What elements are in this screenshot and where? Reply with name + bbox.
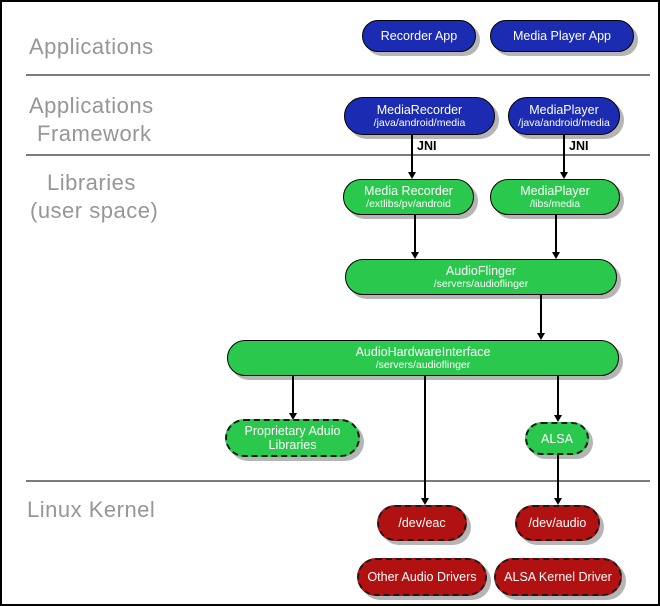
edge-label-jni-right: JNI (569, 139, 589, 153)
node-mediaplayer-lib: MediaPlayer /libs/media (490, 179, 620, 215)
arrow-ahi-to-alsa (557, 376, 559, 415)
layer-label-applications: Applications (29, 33, 154, 61)
node-title: Media Player App (513, 29, 611, 43)
layer-label-text: (user space) (30, 198, 159, 223)
node-title: ALSA (541, 431, 573, 446)
node-title: Other Audio Drivers (367, 570, 477, 584)
node-media-player-app: Media Player App (490, 20, 634, 52)
node-dev-audio: /dev/audio (515, 505, 600, 541)
divider-applications-framework (26, 74, 650, 76)
layer-label-text: Applications (29, 93, 154, 118)
layer-label-text: Libraries (47, 170, 136, 195)
node-title: ALSA Kernel Driver (504, 570, 612, 584)
node-title: Recorder App (380, 29, 458, 43)
arrow-mediarecorder-to-audioflinger (414, 215, 416, 252)
node-proprietary-audio-libraries: Proprietary Aduio Libraries (225, 419, 360, 457)
node-subtitle: /java/android/media (373, 117, 466, 129)
node-subtitle: /extlibs/pv/android (366, 198, 451, 210)
divider-libraries-kernel (26, 480, 650, 482)
node-subtitle: /java/android/media (518, 117, 610, 129)
node-title: /dev/audio (528, 516, 587, 530)
node-subtitle: /libs/media (529, 198, 581, 210)
layer-label-linux-kernel: Linux Kernel (27, 496, 155, 524)
arrow-ahi-to-dev-eac (424, 376, 426, 498)
node-media-recorder-lib: Media Recorder /extlibs/pv/android (343, 179, 474, 215)
node-audiohardwareinterface: AudioHardwareInterface /servers/audiofli… (227, 340, 619, 376)
divider-framework-libraries (26, 154, 650, 156)
node-mediaplayer-framework: MediaPlayer /java/android/media (508, 97, 620, 135)
arrow-alsa-to-dev-audio (557, 455, 559, 498)
node-title: MediaPlayer (529, 103, 599, 117)
arrow-mediaplayer-to-audioflinger (555, 215, 557, 252)
node-title: MediaPlayer (520, 184, 590, 198)
node-audioflinger: AudioFlinger /servers/audioflinger (345, 259, 617, 295)
node-dev-eac: /dev/eac (377, 505, 467, 541)
layer-label-applications-framework: Applications Framework (29, 92, 154, 148)
node-recorder-app: Recorder App (362, 20, 476, 52)
node-other-audio-drivers: Other Audio Drivers (357, 558, 487, 596)
layer-label-text: Framework (37, 121, 152, 146)
arrow-mediarecorder-jni (411, 135, 413, 172)
node-title: /dev/eac (398, 516, 446, 530)
node-title: Media Recorder (364, 184, 453, 198)
node-title: AudioFlinger (445, 264, 517, 278)
layer-label-text: Applications (29, 34, 154, 59)
node-title: AudioHardwareInterface (355, 345, 491, 359)
arrow-mediaplayer-jni (563, 135, 565, 172)
node-subtitle: /servers/audioflinger (375, 359, 471, 371)
node-alsa-kernel-driver: ALSA Kernel Driver (494, 558, 622, 596)
node-subtitle: /servers/audioflinger (433, 278, 529, 290)
node-mediarecorder-framework: MediaRecorder /java/android/media (344, 97, 495, 135)
layer-label-libraries: Libraries (user space) (30, 169, 158, 225)
node-title: Proprietary Aduio Libraries (244, 424, 341, 452)
arrow-audioflinger-to-audiohardwareinterface (540, 295, 542, 333)
layer-label-text: Linux Kernel (27, 497, 156, 522)
arrow-ahi-to-proprietary-libs (292, 376, 294, 413)
node-alsa: ALSA (525, 422, 589, 455)
node-title: MediaRecorder (376, 103, 463, 117)
edge-label-jni-left: JNI (417, 139, 437, 153)
